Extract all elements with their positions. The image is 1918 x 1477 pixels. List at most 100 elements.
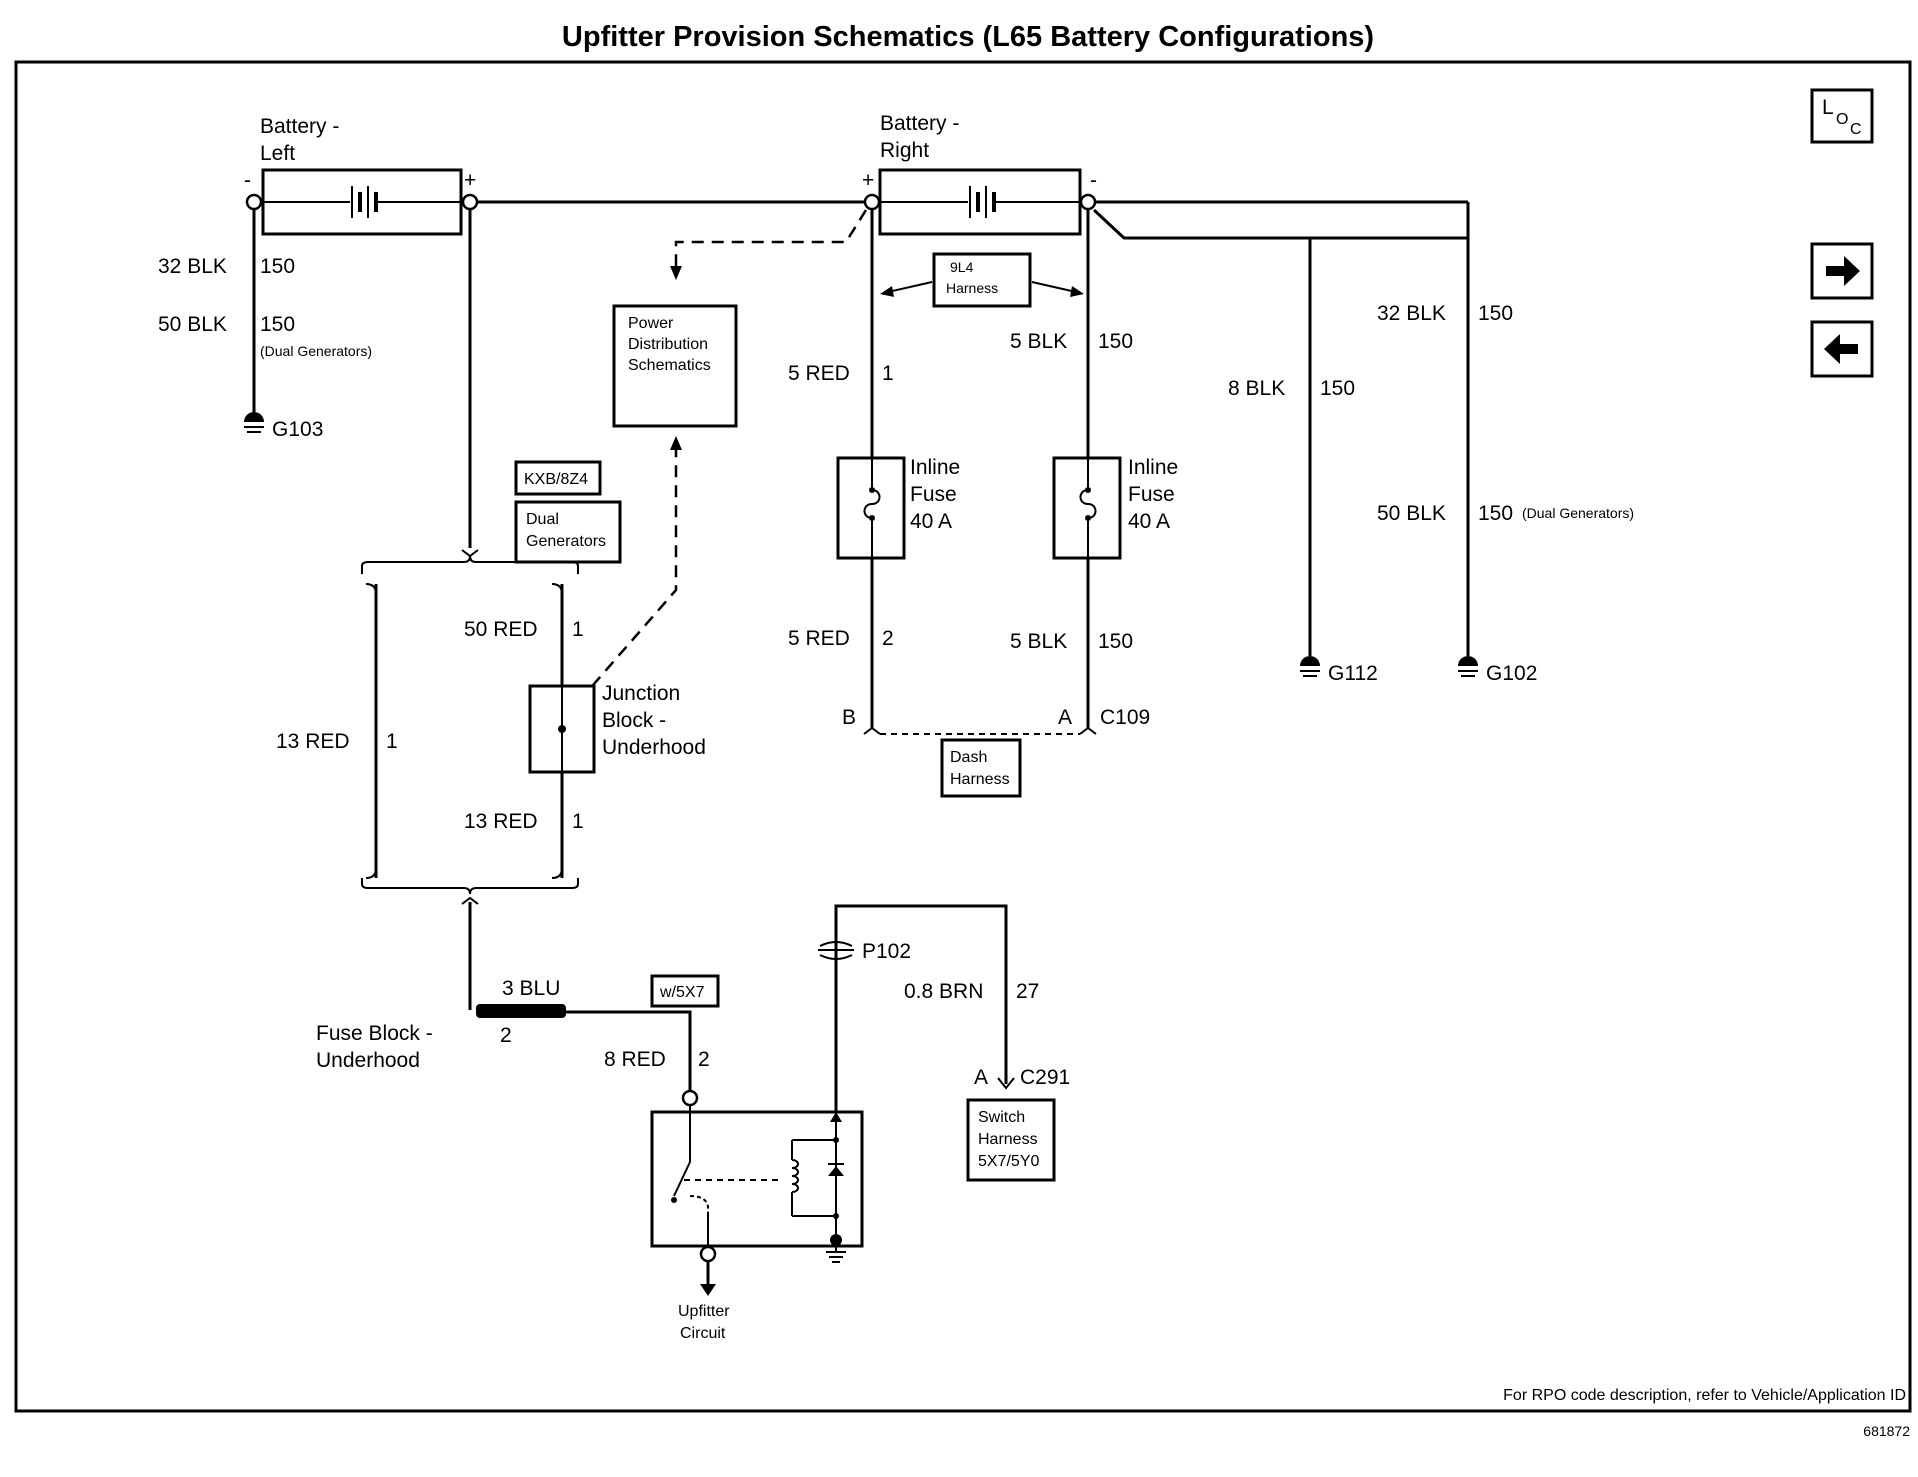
wire-13red: 13 RED — [464, 810, 538, 833]
svg-text:(Dual Generators): (Dual Generators) — [260, 343, 372, 359]
svg-text:Harness: Harness — [950, 771, 1010, 788]
inline-fuse-right — [1052, 456, 1122, 560]
upfitter-relay — [650, 1105, 864, 1248]
connector-c109: C109 — [1100, 706, 1150, 729]
svg-text:2: 2 — [882, 627, 894, 650]
splice-p102-label: P102 — [862, 940, 911, 963]
wire-5blk-bottom: 5 BLK — [1010, 630, 1067, 653]
wire-8red: 8 RED — [604, 1048, 666, 1071]
fuse-icon — [1079, 489, 1097, 519]
svg-text:O: O — [1836, 111, 1848, 128]
ground-icon — [1300, 656, 1320, 677]
fuse-block-underhood-label: Fuse Block - — [316, 1022, 433, 1045]
svg-text:Harness: Harness — [978, 1131, 1038, 1148]
fuse-block-fuse — [476, 1004, 566, 1018]
svg-text:150: 150 — [260, 313, 295, 336]
svg-text:Circuit: Circuit — [680, 1325, 726, 1342]
svg-text:(Dual Generators): (Dual Generators) — [1522, 505, 1634, 521]
battery-left: Battery - Left - + — [244, 115, 479, 236]
wire-50red: 50 RED — [464, 618, 538, 641]
svg-text:40 A: 40 A — [1128, 510, 1170, 533]
battery-left-label-2: Left — [260, 142, 295, 165]
svg-text:Dash: Dash — [950, 749, 987, 766]
wire-13red-bypass: 13 RED — [276, 730, 350, 753]
svg-text:B: B — [842, 706, 856, 729]
svg-text:1: 1 — [572, 810, 584, 833]
kxb-8z4-tag — [514, 460, 602, 496]
arrow-right-icon[interactable] — [1810, 242, 1874, 300]
wire-32blk-right: 32 BLK — [1377, 302, 1446, 325]
svg-text:Inline: Inline — [910, 456, 960, 479]
ground-g112: G112 — [1328, 662, 1378, 685]
svg-text:Junction: Junction — [602, 682, 680, 705]
svg-text:Underhood: Underhood — [602, 736, 706, 759]
arrow-left-icon[interactable] — [1810, 320, 1874, 378]
svg-text:1: 1 — [386, 730, 398, 753]
svg-text:L: L — [1822, 96, 1834, 119]
svg-text:Underhood: Underhood — [316, 1049, 420, 1072]
switch-harness-tag — [966, 1098, 1056, 1182]
svg-text:150: 150 — [1478, 302, 1513, 325]
svg-text:Schematics: Schematics — [628, 357, 711, 374]
battery-right: Battery - Right + - — [862, 112, 1097, 236]
svg-text:150: 150 — [260, 255, 295, 278]
wire-3blu: 3 BLU — [502, 977, 560, 1000]
harness-9l4-tag — [932, 252, 1032, 308]
wire-5red-top: 5 RED — [788, 362, 850, 385]
svg-text:-: - — [1090, 169, 1097, 192]
svg-text:150: 150 — [1320, 377, 1355, 400]
svg-text:Harness: Harness — [946, 280, 998, 296]
svg-text:2: 2 — [698, 1048, 710, 1071]
junction-block-underhood — [528, 684, 596, 774]
battery-right-label-2: Right — [880, 139, 929, 162]
svg-text:+: + — [862, 169, 874, 192]
svg-text:1: 1 — [882, 362, 894, 385]
upfitter-circuit-label: Upfitter — [678, 1303, 730, 1320]
dual-generators-tag — [514, 500, 622, 564]
svg-text:KXB/8Z4: KXB/8Z4 — [524, 471, 588, 488]
ground-g103: G103 — [272, 418, 323, 441]
battery-left-label-1: Battery - — [260, 115, 339, 138]
svg-text:40 A: 40 A — [910, 510, 952, 533]
svg-text:A: A — [974, 1066, 988, 1089]
loc-icon[interactable]: L O C — [1810, 88, 1874, 144]
svg-text:150: 150 — [1478, 502, 1513, 525]
wire-5red-bottom: 5 RED — [788, 627, 850, 650]
diode-icon — [828, 1166, 844, 1176]
svg-text:A: A — [1058, 706, 1072, 729]
ground-g102: G102 — [1486, 662, 1537, 685]
page-frame — [14, 60, 1912, 1413]
wire-32blk-left: 32 BLK — [158, 255, 227, 278]
arrow-down-icon — [700, 1284, 716, 1296]
splice-p102 — [818, 941, 854, 960]
svg-text:-: - — [244, 169, 251, 192]
svg-text:Dual: Dual — [526, 511, 559, 528]
fuse-icon — [863, 489, 881, 519]
footer-note: For RPO code description, refer to Vehic… — [1503, 1387, 1906, 1404]
power-distribution-link[interactable]: Power Distribution Schematics — [612, 304, 738, 428]
svg-text:1: 1 — [572, 618, 584, 641]
svg-text:150: 150 — [1098, 330, 1133, 353]
svg-text:5X7/5Y0: 5X7/5Y0 — [978, 1153, 1039, 1170]
dash-harness-tag — [940, 738, 1022, 798]
w5x7-tag — [650, 974, 720, 1008]
battery-right-label-1: Battery - — [880, 112, 959, 135]
svg-text:Power: Power — [628, 315, 674, 332]
svg-text:Generators: Generators — [526, 533, 606, 550]
wire-50blk-left: 50 BLK — [158, 313, 227, 336]
doc-number: 681872 — [1863, 1423, 1910, 1439]
svg-text:Fuse: Fuse — [1128, 483, 1175, 506]
ground-icon — [244, 412, 264, 433]
wire-8blk: 8 BLK — [1228, 377, 1285, 400]
relay-coil-icon — [791, 1159, 799, 1193]
ground-icon — [826, 1246, 846, 1263]
svg-text:C: C — [1850, 121, 1862, 138]
svg-text:Distribution: Distribution — [628, 336, 708, 353]
ground-icon — [1458, 656, 1478, 677]
svg-text:w/5X7: w/5X7 — [659, 984, 705, 1001]
inline-fuse-left — [836, 456, 906, 560]
svg-text:+: + — [464, 169, 476, 192]
connector-c291: C291 — [1020, 1066, 1070, 1089]
